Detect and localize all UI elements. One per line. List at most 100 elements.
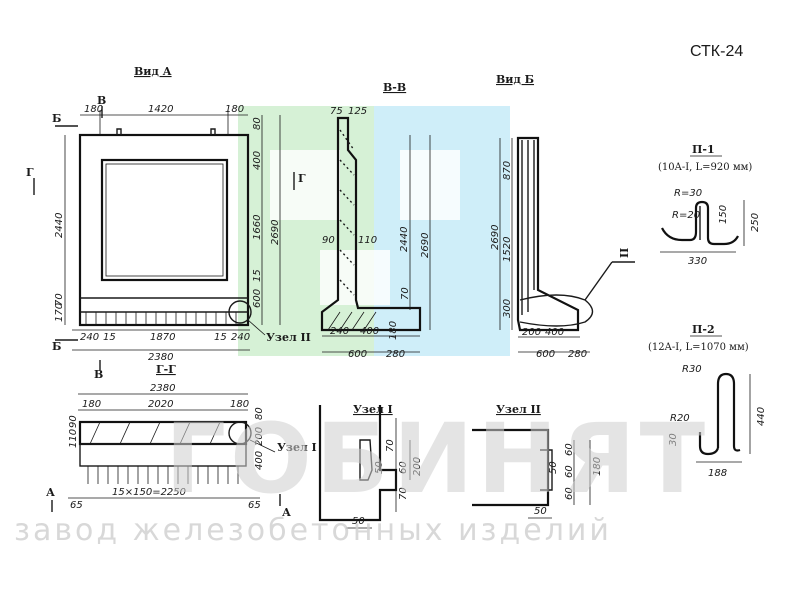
watermark-factory-text: завод железобетонных изделий [14,513,612,548]
dim-gg-400: 400 [254,451,265,470]
dim-vv-280: 280 [386,349,405,360]
dim-n2-50: 50 [548,461,559,474]
dim-a-right-80: 80 [252,117,263,130]
rebar-p1-spec: (10A-I, L=920 мм) [658,162,752,173]
dim-a-right-15: 15 [252,269,263,282]
dim-vv-240: 240 [330,326,349,337]
dim-gg-110: 110 [68,429,79,448]
view-a: Вид А 180 1420 180 В Б [26,65,311,381]
section-vv-title: В-В [383,81,406,94]
marker-b-top: Б [52,112,61,125]
dim-gg-90: 90 [68,415,79,428]
dim-n2-180: 180 [592,457,603,476]
rebar-p2: П-2 (12A-I, L=1070 мм) R30 R20 30 440 18… [648,323,767,479]
dim-n2-60-top: 60 [564,443,575,456]
watermark-logo-text: ГОБИНЯТ [165,403,709,515]
marker-g-right: Г [298,172,306,185]
node-2-title: Узел II [496,403,541,416]
view-b-title: Вид Б [496,73,534,86]
view-b: Вид Б II 870 2690 1520 300 200 400 600 2… [490,73,635,360]
dim-a-top-mid: 1420 [148,104,173,115]
dim-a-right-400: 400 [252,151,263,170]
dim-a-bottom-1870: 1870 [150,332,175,343]
dim-gg-65-left: 65 [70,500,83,511]
dim-vb-2690: 2690 [490,225,501,250]
dim-a-top-left: 180 [84,104,103,115]
dim-vv-75: 75 [330,106,343,117]
rebar-p1-150: 150 [718,205,729,224]
dim-gg-65-right: 65 [248,500,261,511]
dim-vv-90: 90 [322,235,335,246]
dim-a-bottom-total: 2380 [148,352,173,363]
marker-b-bottom: Б [52,340,61,353]
dim-n2-60-mid: 60 [564,465,575,478]
dim-a-bottom-240-right: 240 [231,332,250,343]
dim-a-bottom-15-right: 15 [214,332,227,343]
marker-v-bottom: В [94,368,103,381]
dim-a-left-170: 170 [54,303,65,322]
node-1-title: Узел I [353,403,393,416]
dim-a-right-2690: 2690 [270,220,281,245]
dim-n1-200: 200 [412,457,423,476]
marker-v-top: В [97,94,106,107]
dim-gg-studs: 15×150=2250 [112,487,186,498]
section-gg: Г-Г 2380 180 2020 180 110 90 80 200 4 [46,363,317,519]
callout-roman-2: II [618,248,631,258]
rebar-p2-30: 30 [668,433,679,446]
dim-vv-2690: 2690 [420,233,431,258]
dim-gg-180-left: 180 [82,399,101,410]
dim-gg-80: 80 [254,407,265,420]
rebar-p1-title: П-1 [692,143,715,156]
dim-vb-870: 870 [502,161,513,180]
dim-a-right-1660: 1660 [252,215,263,240]
rebar-p2-spec: (12A-I, L=1070 мм) [648,342,749,353]
rebar-p2-r30: R30 [682,364,702,375]
dim-vb-200: 200 [522,327,541,338]
rebar-p1-r30: R=30 [674,188,702,199]
dim-vv-2440: 2440 [399,227,410,252]
rebar-p2-440: 440 [756,407,767,426]
dim-a-left-70: 70 [54,293,65,306]
dim-a-right-600: 600 [252,289,263,308]
dim-vv-600: 600 [348,349,367,360]
dim-vb-1520: 1520 [502,237,513,262]
dim-n1-50-bottom: 50 [352,516,365,527]
dim-n2-60-bottom: 60 [564,487,575,500]
dim-vv-110: 110 [358,235,377,246]
dim-vb-400: 400 [545,327,564,338]
dim-n1-70-bottom: 70 [398,487,409,500]
dim-vb-280: 280 [568,349,587,360]
dim-vb-600: 600 [536,349,555,360]
section-gg-title: Г-Г [156,363,176,376]
dim-vv-70: 70 [400,287,411,300]
marker-a-left: А [46,486,55,499]
dim-gg-180-right: 180 [230,399,249,410]
rebar-p1-r20: R=20 [672,210,700,221]
callout-node-2: Узел II [266,331,311,344]
dim-gg-2020: 2020 [148,399,173,410]
node-1: Узел I 70 50 60 200 70 50 [318,403,423,529]
dim-n1-70-top: 70 [385,439,396,452]
dim-vv-125: 125 [348,106,367,117]
view-a-title: Вид А [134,65,172,78]
dim-a-bottom-240-left: 240 [80,332,99,343]
dim-a-left-height: 2440 [54,213,65,238]
sheet-code: СТК-24 [690,43,743,60]
rebar-p2-188: 188 [708,468,727,479]
dim-a-top-right: 180 [225,104,244,115]
dim-n1-60: 60 [398,461,409,474]
dim-vv-180: 180 [388,321,399,340]
marker-g-left: Г [26,166,34,179]
marker-a-right: А [282,506,291,519]
node-2: Узел II 60 50 60 180 60 50 [472,403,603,519]
rebar-p1-330: 330 [688,256,707,267]
dim-gg-2380: 2380 [150,383,175,394]
rebar-p1-250: 250 [750,213,761,232]
callout-node-1: Узел I [277,441,317,454]
dim-n2-50-bottom: 50 [534,506,547,517]
dim-a-bottom-15-left: 15 [103,332,116,343]
rebar-p2-r20: R20 [670,413,690,424]
dim-n1-50: 50 [374,461,385,474]
dim-vv-400: 400 [360,326,379,337]
